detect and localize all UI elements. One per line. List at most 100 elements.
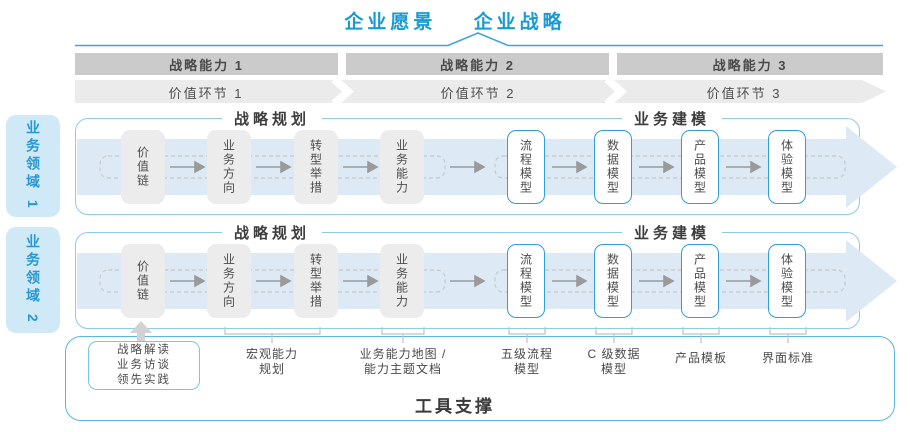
dashed-placeholder-planning (99, 269, 446, 293)
strategy-inputs-box: 战略解读 业务访谈 领先实践 (88, 341, 200, 390)
box-data-model-label: 数据模型 (605, 139, 620, 195)
note-macro-capability: 宏观能力 规划 (246, 347, 298, 377)
box-transformation-initiatives-label: 转型举措 (308, 139, 323, 195)
note-ui-standard: 界面标准 (762, 351, 814, 366)
value-link-2-label: 价值环节 2 (440, 85, 516, 101)
dashed-placeholder-modeling (494, 155, 846, 179)
note-line: 产品模板 (674, 351, 728, 365)
bracket-macro-capability (224, 327, 321, 343)
box-process-model-label: 流程模型 (518, 253, 533, 309)
value-link-chevron-band (75, 76, 886, 107)
bracket-product-template (682, 327, 720, 343)
box-data-model: 数据模型 (594, 130, 632, 204)
box-business-direction: 业务方向 (207, 244, 251, 318)
domain-tag-1: 业务领域 1 (6, 115, 60, 217)
value-link-2: 价值环节 2 (441, 81, 516, 103)
chevron-band-shape (75, 80, 886, 103)
box-process-model: 流程模型 (507, 130, 545, 204)
note-data-model: C 级数据 模型 (587, 347, 640, 377)
box-process-model: 流程模型 (507, 244, 545, 318)
bracket-data-model (595, 327, 633, 343)
domain-tag-2-label: 业务领域 2 (25, 234, 41, 326)
note-line: 五级流程 (500, 347, 554, 361)
box-business-capability: 业务能力 (380, 244, 424, 318)
note-line: 规划 (258, 362, 286, 376)
box-business-capability-label: 业务能力 (394, 253, 409, 309)
bracket-capability-map (381, 327, 425, 343)
value-link-1-label: 价值环节 1 (168, 85, 244, 101)
box-product-model: 产品模型 (681, 244, 719, 318)
box-business-capability: 业务能力 (380, 130, 424, 204)
box-experience-model: 体验模型 (768, 244, 806, 318)
tools-support-container (65, 336, 895, 421)
box-product-model: 产品模型 (681, 130, 719, 204)
section-title-planning: 战略规划 (221, 108, 323, 129)
value-link-3-label: 价值环节 3 (706, 85, 782, 101)
note-capability-map: 业务能力地图 / 能力主题文档 (360, 347, 447, 377)
peak-polyline (75, 32, 883, 47)
bracket-lines (224, 327, 807, 343)
box-experience-model: 体验模型 (768, 130, 806, 204)
note-line: 业务能力地图 / (359, 347, 447, 361)
box-transformation-initiatives: 转型举措 (294, 244, 338, 318)
note-line: 界面标准 (761, 351, 815, 365)
domain-tag-2: 业务领域 2 (6, 227, 60, 333)
box-experience-model-label: 体验模型 (779, 253, 794, 309)
box-data-model-label: 数据模型 (605, 253, 620, 309)
capability-bar-1-label: 战略能力 1 (169, 57, 244, 73)
box-process-model-label: 流程模型 (518, 139, 533, 195)
box-value-chain-label: 价值链 (135, 146, 150, 188)
chevron-separator-1 (331, 76, 355, 107)
box-experience-model-label: 体验模型 (779, 139, 794, 195)
note-line: 宏观能力 (245, 347, 299, 361)
value-link-1: 价值环节 1 (169, 81, 244, 103)
domain-row-1: 战略规划 业务建模 价值链 业务方向 转型举措 业务能力 流程模型 数据模型 产… (0, 108, 910, 216)
box-business-direction-label: 业务方向 (221, 253, 236, 309)
note-line: 模型 (600, 362, 628, 376)
value-link-3: 价值环节 3 (707, 81, 782, 103)
note-line: 能力主题文档 (363, 362, 443, 376)
dashed-placeholder-planning (99, 155, 446, 179)
bracket-process-model (508, 327, 546, 343)
box-product-model-label: 产品模型 (692, 139, 707, 195)
bracket-ui-standard (769, 327, 807, 343)
section-title-planning: 战略规划 (221, 222, 323, 243)
section-title-modeling: 业务建模 (621, 222, 723, 243)
capability-bar-2: 战略能力 2 (346, 53, 609, 75)
box-value-chain: 价值链 (121, 130, 165, 204)
header-peak-line (75, 32, 883, 47)
note-line: C 级数据 (587, 347, 641, 361)
domain-tag-1-label: 业务领域 1 (25, 120, 41, 212)
dashed-placeholder-modeling (494, 269, 846, 293)
box-transformation-initiatives: 转型举措 (294, 130, 338, 204)
capability-bar-2-label: 战略能力 2 (440, 57, 515, 73)
box-business-capability-label: 业务能力 (394, 139, 409, 195)
flow-arrows (170, 274, 762, 288)
box-product-model-label: 产品模型 (692, 253, 707, 309)
strategy-inputs-line-1: 战略解读 (117, 344, 171, 356)
note-process-model: 五级流程 模型 (501, 347, 553, 377)
enterprise-strategy-title: 企业战略 (473, 12, 566, 33)
box-business-direction: 业务方向 (207, 130, 251, 204)
note-line: 模型 (513, 362, 541, 376)
header-titles: 企业愿景 企业战略 (0, 7, 910, 34)
chevron-separator-2 (604, 76, 628, 107)
strategy-inputs-line-2: 业务访谈 (117, 359, 171, 371)
strategy-inputs-line-3: 领先实践 (117, 374, 171, 386)
box-value-chain-label: 价值链 (135, 260, 150, 302)
capability-bar-3: 战略能力 3 (617, 53, 883, 75)
box-transformation-initiatives-label: 转型举措 (308, 253, 323, 309)
box-data-model: 数据模型 (594, 244, 632, 318)
up-arrow-icon (130, 321, 152, 341)
capability-bar-1: 战略能力 1 (75, 53, 338, 75)
enterprise-vision-title: 企业愿景 (344, 12, 437, 33)
capability-bar-3-label: 战略能力 3 (712, 57, 788, 73)
domain-row-2: 战略规划 业务建模 价值链 业务方向 转型举措 业务能力 流程模型 数据模型 产… (0, 222, 910, 330)
tools-support-title: 工具支撑 (415, 397, 495, 416)
flow-arrows (170, 160, 762, 174)
box-value-chain: 价值链 (121, 244, 165, 318)
box-business-direction-label: 业务方向 (221, 139, 236, 195)
section-title-modeling: 业务建模 (621, 108, 723, 129)
